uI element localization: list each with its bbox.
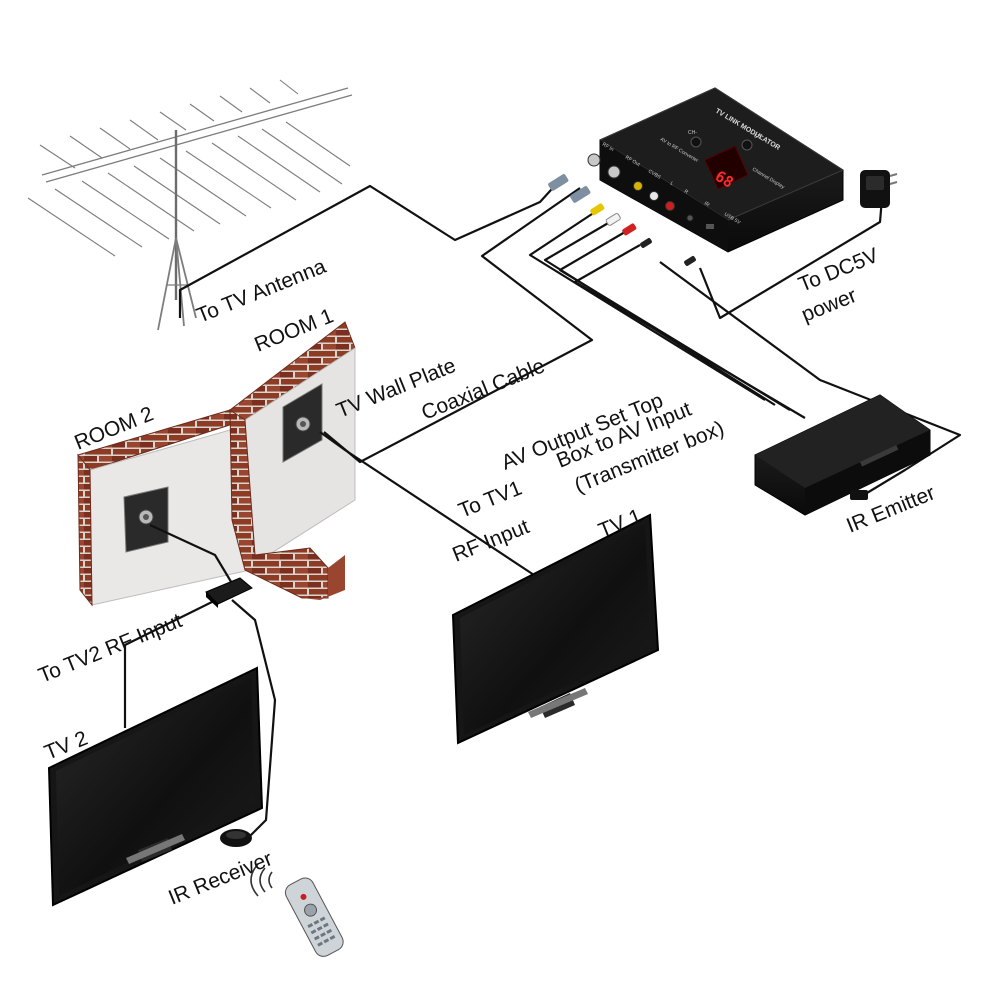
label-tv1-rf-line2: RF Input: [449, 515, 532, 567]
cvbs-port: [633, 181, 643, 191]
tv-wall-plate-room1: [282, 383, 323, 463]
coax-plug-icon: [548, 174, 569, 191]
rf-in-label: RF In: [601, 142, 615, 154]
yellow-rca-plug-icon: [590, 203, 605, 216]
tv-wall-plate-room2: [123, 486, 169, 553]
set-top-box: [754, 394, 931, 516]
ir-receiver-icon: [220, 829, 252, 847]
rf-in-port: [587, 153, 601, 167]
rf-out-port: [607, 165, 621, 179]
r-label: R: [683, 189, 690, 196]
connector-plugs: [548, 174, 696, 266]
usb-plug-icon: [684, 256, 696, 266]
l-label: L: [669, 181, 675, 188]
cables: [123, 179, 962, 839]
ir-port: [686, 214, 694, 222]
cable-splitter-icon: [205, 577, 253, 608]
ch-minus-label: CH-: [688, 130, 697, 136]
usb-5v-port: [706, 224, 714, 229]
coax-plug-icon: [570, 186, 591, 203]
label-to-tv2-rf-input: To TV2 RF Input: [35, 609, 185, 688]
tv2-screen: [47, 666, 264, 907]
audio-right-port: [665, 201, 675, 211]
red-rca-plug-icon: [622, 223, 637, 236]
power-adapter-icon: [860, 170, 898, 208]
wall-structure: [77, 321, 356, 607]
label-tv1-rf-line1: To TV1: [455, 477, 525, 523]
ir-emitter-icon: [850, 490, 868, 500]
audio-left-port: [649, 191, 659, 201]
ch-plus-button[interactable]: [741, 139, 753, 151]
ch-minus-button[interactable]: [690, 136, 702, 148]
ch-plus-label: CH+: [754, 134, 764, 140]
tv-antenna-icon: [27, 79, 353, 331]
white-rca-plug-icon: [605, 213, 621, 226]
label-ir-receiver: IR Receiver: [165, 847, 275, 909]
ir-jack-plug-icon: [640, 238, 652, 248]
ir-label: IR: [703, 201, 711, 209]
remote-control-icon: [250, 863, 344, 957]
tv1-screen: [451, 513, 660, 745]
